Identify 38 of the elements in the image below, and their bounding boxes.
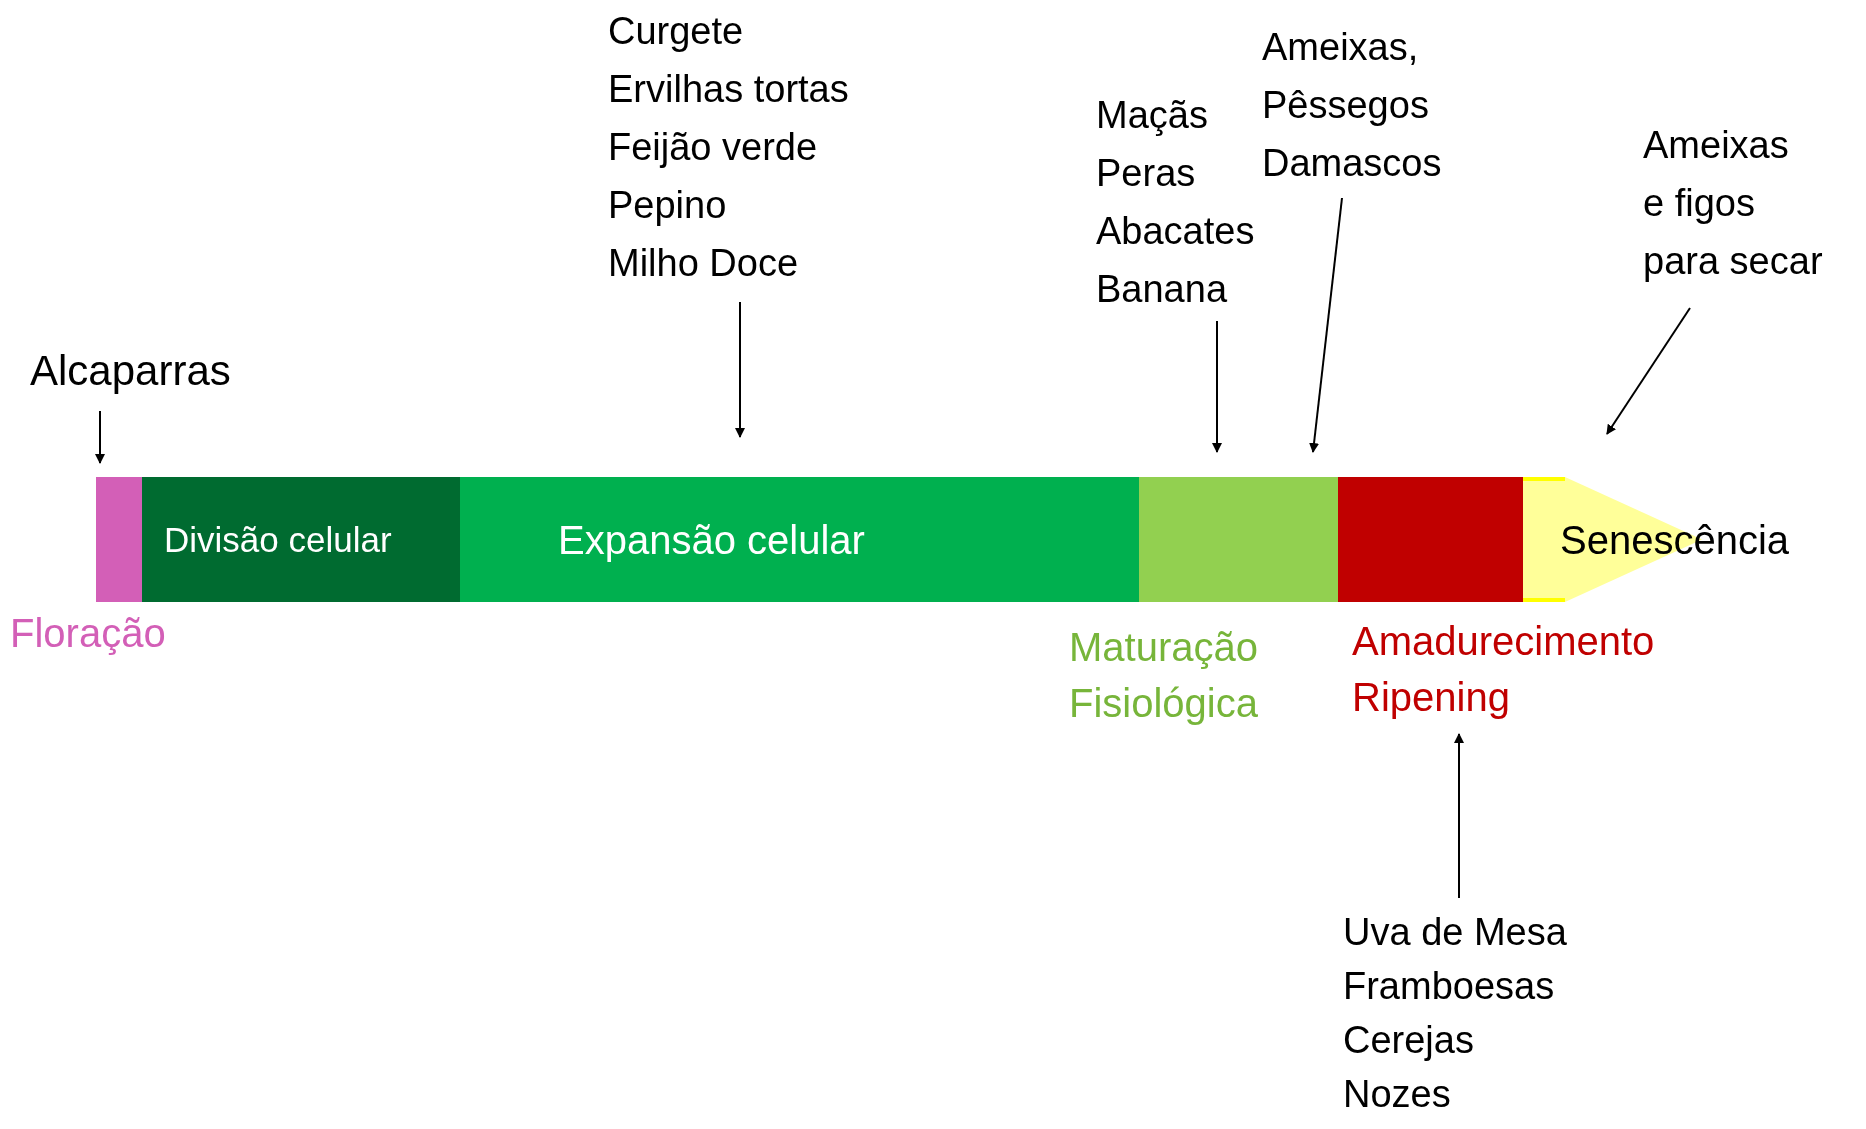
arrow xyxy=(1454,733,1464,899)
fruit-label: e figos xyxy=(1643,181,1755,226)
fruit-label: Damascos xyxy=(1262,141,1442,186)
arrow xyxy=(95,410,105,464)
stage-label: Senescência xyxy=(1560,516,1790,564)
stage-bar xyxy=(96,477,142,602)
fruit-label: Alcaparras xyxy=(30,346,231,396)
fruit-label: Pepino xyxy=(608,183,727,228)
fruit-label: Milho Doce xyxy=(608,241,799,286)
fruit-label: Framboesas xyxy=(1343,964,1555,1009)
stage-bar xyxy=(1139,477,1338,602)
fruit-label: Ameixas, xyxy=(1262,25,1419,70)
stage-label: Maturação Fisiológica xyxy=(1069,624,1259,727)
fruit-label: Ervilhas tortas xyxy=(608,67,849,112)
fruit-label: Cerejas xyxy=(1343,1018,1474,1063)
arrow xyxy=(1212,320,1222,453)
arrow xyxy=(1606,307,1691,435)
fruit-label: Ameixas xyxy=(1643,123,1789,168)
fruit-label: Peras xyxy=(1096,151,1196,196)
stage-label: Floração xyxy=(10,610,167,657)
fruit-label: Pêssegos xyxy=(1262,83,1429,128)
fruit-label: Maçãs xyxy=(1096,93,1208,138)
stage-bar xyxy=(142,477,460,602)
fruit-label: Uva de Mesa xyxy=(1343,910,1567,955)
arrow xyxy=(735,301,745,438)
arrow xyxy=(1309,197,1343,453)
stage-label: Expansão celular xyxy=(558,516,865,564)
fruit-label: Curgete xyxy=(608,9,744,54)
stage-bar xyxy=(1338,477,1523,602)
fruit-label: Feijão verde xyxy=(608,125,818,170)
stage-label: Amadurecimento xyxy=(1352,618,1656,665)
fruit-label: Banana xyxy=(1096,267,1227,312)
stage-label: Divisão celular xyxy=(164,518,392,561)
stage-label: Ripening xyxy=(1352,674,1511,721)
fruit-label: Abacates xyxy=(1096,209,1255,254)
fruit-label: para secar xyxy=(1643,239,1823,284)
stage-bar xyxy=(460,477,1139,602)
fruit-label: Nozes xyxy=(1343,1072,1451,1117)
